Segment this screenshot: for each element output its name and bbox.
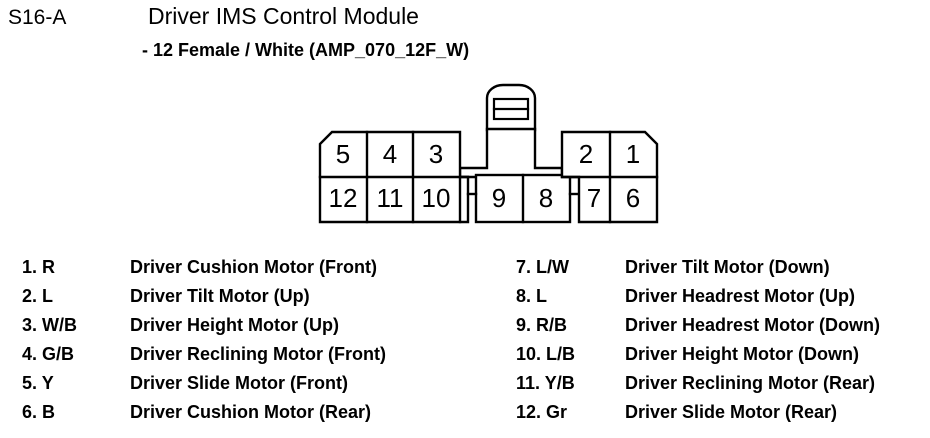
pin-list-item: 1. R Driver Cushion Motor (Front) bbox=[22, 253, 386, 282]
pin-description: Driver Cushion Motor (Front) bbox=[130, 257, 377, 277]
pin-list-item: 2. L Driver Tilt Motor (Up) bbox=[22, 282, 386, 311]
pin-cell-8: 8 bbox=[539, 183, 553, 213]
pin-cell-2: 2 bbox=[579, 139, 593, 169]
pin-list-item: 12. Gr Driver Slide Motor (Rear) bbox=[516, 398, 880, 427]
pin-description: Driver Height Motor (Up) bbox=[130, 315, 339, 335]
pin-cell-12: 12 bbox=[329, 183, 358, 213]
pin-ref: 2. L bbox=[22, 286, 54, 306]
connector-center-body bbox=[458, 127, 564, 179]
connector-spec-subtitle: - 12 Female / White (AMP_070_12F_W) bbox=[142, 40, 470, 60]
connector-middle-bottom-block bbox=[466, 173, 581, 224]
pin-cell-6: 6 bbox=[626, 183, 640, 213]
pin-description: Driver Headrest Motor (Down) bbox=[625, 315, 881, 335]
pin-cell-7: 7 bbox=[587, 183, 601, 213]
pin-description: Driver Reclining Motor (Rear) bbox=[625, 373, 876, 393]
pin-description: Driver Tilt Motor (Up) bbox=[130, 286, 310, 306]
pin-ref: 6. B bbox=[22, 402, 56, 422]
pin-ref: 10. L/B bbox=[516, 344, 576, 364]
connector-latch-tab bbox=[485, 83, 537, 132]
pin-list-right: 7. L/W Driver Tilt Motor (Down) 8. L Drive… bbox=[516, 253, 880, 427]
pin-ref: 12. Gr bbox=[516, 402, 568, 422]
pin-list-item: 6. B Driver Cushion Motor (Rear) bbox=[22, 398, 386, 427]
connector-pinout-diagram: 5 4 3 2 1 12 11 10 9 8 7 6 bbox=[300, 82, 680, 227]
pin-list-item: 10. L/B Driver Height Motor (Down) bbox=[516, 340, 880, 369]
pin-ref: 5. Y bbox=[22, 373, 54, 393]
connector-code: S16-A bbox=[8, 6, 67, 29]
pin-list-item: 9. R/B Driver Headrest Motor (Down) bbox=[516, 311, 880, 340]
pin-ref: 3. W/B bbox=[22, 315, 78, 335]
pin-description: Driver Height Motor (Down) bbox=[625, 344, 859, 364]
pin-cell-11: 11 bbox=[377, 183, 404, 213]
pin-description: Driver Cushion Motor (Rear) bbox=[130, 402, 372, 422]
pin-list-item: 3. W/B Driver Height Motor (Up) bbox=[22, 311, 386, 340]
pin-list-item: 11. Y/B Driver Reclining Motor (Rear) bbox=[516, 369, 880, 398]
page-title: Driver IMS Control Module bbox=[148, 3, 419, 29]
pin-cell-1: 1 bbox=[626, 139, 640, 169]
pin-cell-3: 3 bbox=[429, 139, 443, 169]
pin-cell-4: 4 bbox=[383, 139, 397, 169]
pin-description: Driver Slide Motor (Rear) bbox=[625, 402, 838, 422]
pin-cell-9: 9 bbox=[492, 183, 506, 213]
pin-ref: 9. R/B bbox=[516, 315, 568, 335]
pin-ref: 11. Y/B bbox=[516, 373, 575, 393]
pin-description: Driver Headrest Motor (Up) bbox=[625, 286, 856, 306]
pin-description: Driver Tilt Motor (Down) bbox=[625, 257, 830, 277]
pin-list-item: 7. L/W Driver Tilt Motor (Down) bbox=[516, 253, 880, 282]
pin-cell-10: 10 bbox=[422, 183, 451, 213]
pin-description: Driver Slide Motor (Front) bbox=[130, 373, 349, 393]
pin-ref: 1. R bbox=[22, 257, 56, 277]
pin-ref: 7. L/W bbox=[516, 257, 569, 277]
connector-right-block bbox=[560, 130, 659, 224]
pin-ref: 8. L bbox=[516, 286, 548, 306]
pin-list-item: 4. G/B Driver Reclining Motor (Front) bbox=[22, 340, 386, 369]
connector-left-block bbox=[318, 130, 470, 224]
pin-list-item: 5. Y Driver Slide Motor (Front) bbox=[22, 369, 386, 398]
pin-list-left: 1. R Driver Cushion Motor (Front) 2. L Dri… bbox=[22, 253, 386, 427]
pin-list-item: 8. L Driver Headrest Motor (Up) bbox=[516, 282, 880, 311]
pin-description: Driver Reclining Motor (Front) bbox=[130, 344, 386, 364]
pin-cell-5: 5 bbox=[336, 139, 350, 169]
pin-ref: 4. G/B bbox=[22, 344, 75, 364]
